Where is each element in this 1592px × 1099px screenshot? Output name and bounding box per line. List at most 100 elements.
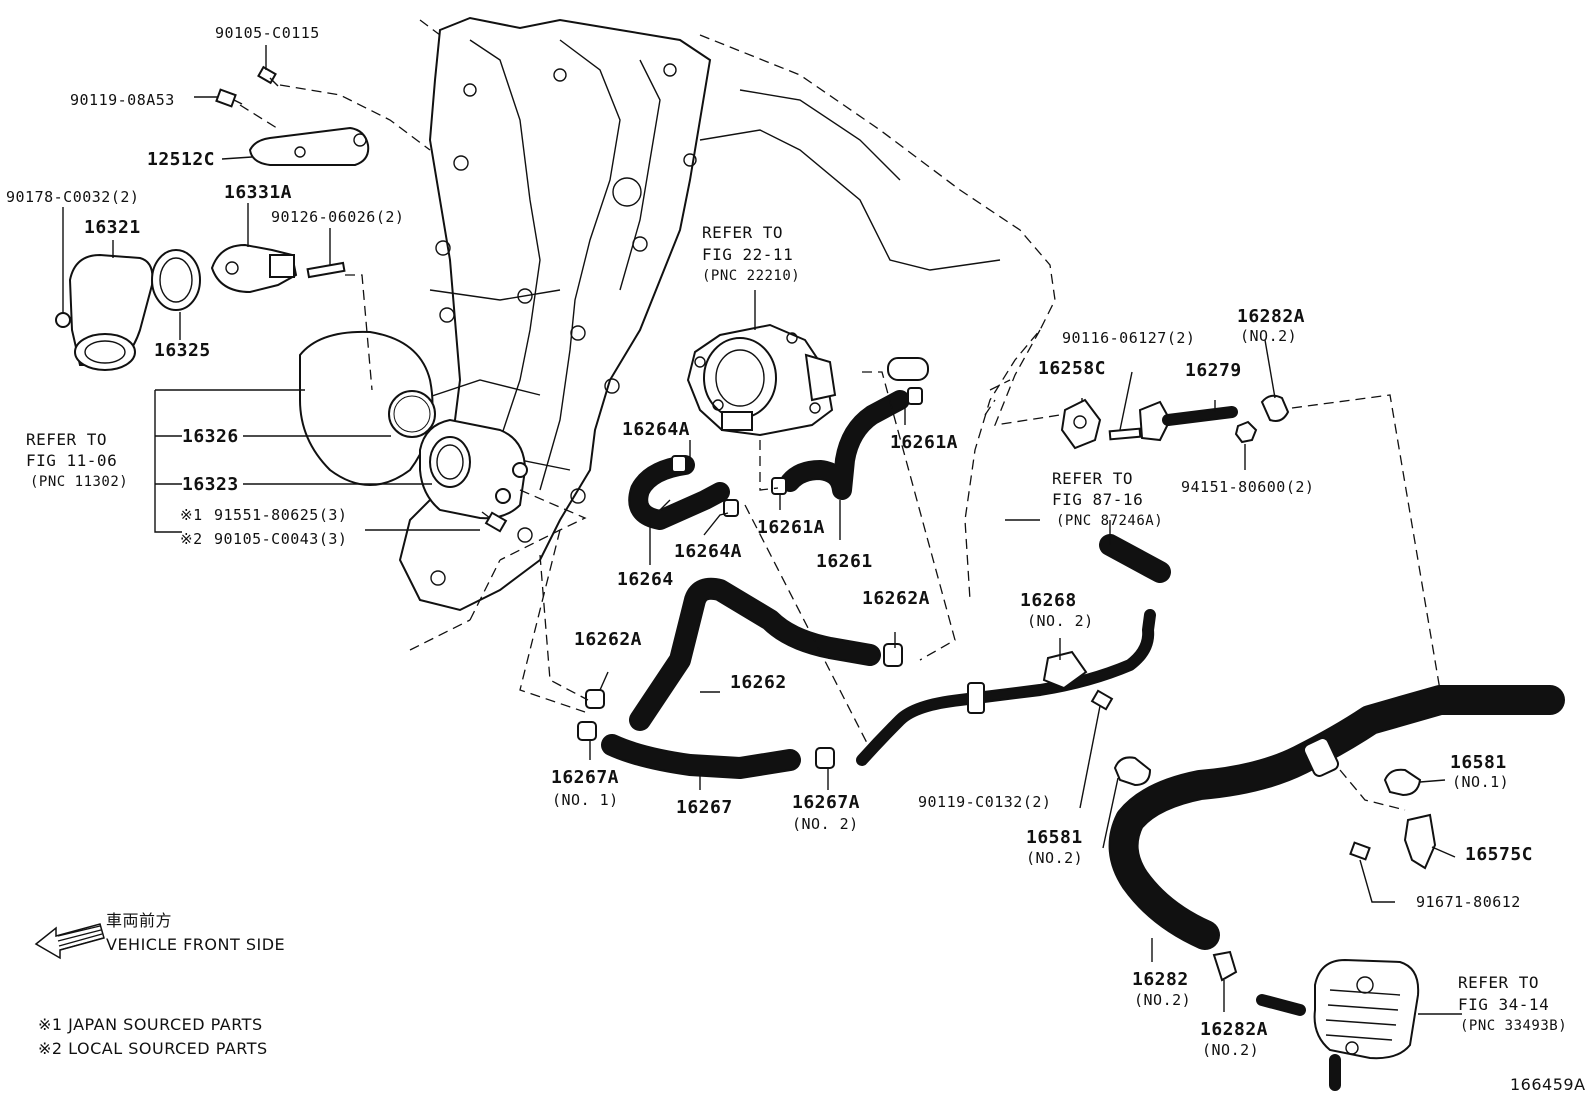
clamp-16282A-top xyxy=(1260,394,1290,422)
sublabel-16267A-no1: (NO. 1) xyxy=(552,791,619,809)
label-16331A: 16331A xyxy=(224,182,292,203)
label-90105-C0115: 90105-C0115 xyxy=(215,24,320,42)
ref-22-11-line3: (PNC 22210) xyxy=(702,268,800,284)
water-inlet-16321 xyxy=(68,253,154,371)
bolt-90178-C0032 xyxy=(55,312,71,328)
ref-34-14-line3: (PNC 33493B) xyxy=(1460,1018,1567,1034)
bracket-16575C xyxy=(1403,813,1437,870)
sublabel-16268: (NO. 2) xyxy=(1027,612,1094,630)
label-90116-06127: 90116-06127(2) xyxy=(1062,329,1195,347)
bolt-90105-C0115 xyxy=(257,65,279,87)
label-16321: 16321 xyxy=(84,217,141,238)
sublabel-16581-no2: (NO.2) xyxy=(1026,849,1083,867)
label-16261: 16261 xyxy=(816,551,873,572)
clamp-16262A-right xyxy=(883,643,903,667)
hose-16264 xyxy=(628,455,730,530)
ref-fig-11-06: REFER TO FIG 11-06 (PNC 11302) xyxy=(26,430,128,490)
label-16262A-left: 16262A xyxy=(574,629,642,650)
ref-34-14-line1: REFER TO xyxy=(1458,973,1539,992)
pipe-16268 xyxy=(856,609,1156,766)
ref-11-06-line3: (PNC 11302) xyxy=(30,474,128,490)
clamp-16267A-no1 xyxy=(577,721,597,741)
label-16258C: 16258C xyxy=(1038,358,1106,379)
label-16261A-bottom: 16261A xyxy=(757,517,825,538)
label-91671-80612: 91671-80612 xyxy=(1416,893,1521,911)
label-16264: 16264 xyxy=(617,569,674,590)
bracket-12512C xyxy=(248,126,370,166)
label-16262: 16262 xyxy=(730,672,787,693)
label-16581-no2: 16581 xyxy=(1026,827,1083,848)
label-16282A-top: 16282A xyxy=(1237,306,1305,327)
gasket-16325 xyxy=(151,249,201,311)
front-arrow-icon xyxy=(34,923,105,960)
oil-cooler xyxy=(1256,958,1420,1091)
label-16282: 16282 xyxy=(1132,969,1189,990)
label-16326: 16326 xyxy=(182,426,239,447)
ref-11-06-line2: FIG 11-06 xyxy=(26,451,117,470)
stud-90116-06127 xyxy=(1108,427,1142,441)
label-16267A-no2: 16267A xyxy=(792,792,860,813)
clamp-16262A-left xyxy=(585,689,605,709)
hose-16261 xyxy=(780,357,929,500)
sublabel-16282: (NO.2) xyxy=(1134,991,1191,1009)
clamp-16261A-bottom xyxy=(771,477,787,495)
marker-1: ※1 xyxy=(180,506,203,524)
label-16282A-bottom: 16282A xyxy=(1200,1019,1268,1040)
hose-16262 xyxy=(629,577,881,731)
ref-11-06-line1: REFER TO xyxy=(26,430,107,449)
legend: 車両前方 VEHICLE FRONT SIDE ※1 JAPAN SOURCED… xyxy=(34,911,285,1058)
hose-end-87246A xyxy=(1099,534,1171,583)
label-16575C: 16575C xyxy=(1465,844,1533,865)
hose-16267 xyxy=(601,734,801,779)
sublabel-16581-no1: (NO.1) xyxy=(1452,773,1509,791)
hose-16282 xyxy=(1108,685,1565,950)
ref-22-11-line1: REFER TO xyxy=(702,223,783,242)
nut-94151-80600 xyxy=(1234,420,1258,444)
ref-34-14-line2: FIG 34-14 xyxy=(1458,995,1549,1014)
label-16261A-top: 16261A xyxy=(890,432,958,453)
figure-id: 166459A xyxy=(1510,1075,1586,1094)
label-91551-80625: 91551-80625(3) xyxy=(214,506,347,524)
ref-87-16-line2: FIG 87-16 xyxy=(1052,490,1143,509)
clamp-16264A-bottom xyxy=(723,499,739,517)
label-90119-08A53: 90119-08A53 xyxy=(70,91,175,109)
stud-90126-06026 xyxy=(306,261,346,279)
part-labels: 90105-C0115 90119-08A53 12512C 90178-C00… xyxy=(6,24,1533,1059)
direction-en: VEHICLE FRONT SIDE xyxy=(106,935,285,954)
pipe-16279 xyxy=(1138,400,1238,442)
water-outlet-16323 xyxy=(419,418,528,520)
direction-jp: 車両前方 xyxy=(106,911,172,930)
ref-fig-22-11: REFER TO FIG 22-11 (PNC 22210) xyxy=(702,223,800,284)
note-japan-sourced: ※1 JAPAN SOURCED PARTS xyxy=(38,1015,263,1034)
sublabel-16267A-no2: (NO. 2) xyxy=(792,815,859,833)
label-90126-06026: 90126-06026(2) xyxy=(271,208,404,226)
label-16264A-bottom: 16264A xyxy=(674,541,742,562)
ref-87-16-line1: REFER TO xyxy=(1052,469,1133,488)
label-16325: 16325 xyxy=(154,340,211,361)
clamp-16581-no2 xyxy=(1113,756,1152,787)
thermostat-16331A xyxy=(210,243,298,294)
note-local-sourced: ※2 LOCAL SOURCED PARTS xyxy=(38,1039,268,1058)
label-16267A-no1: 16267A xyxy=(551,767,619,788)
sublabel-16282A-bottom: (NO.2) xyxy=(1202,1041,1259,1059)
ref-fig-34-14: REFER TO FIG 34-14 (PNC 33493B) xyxy=(1458,973,1567,1034)
bolt-90119-08A53 xyxy=(215,88,243,108)
label-94151-80600: 94151-80600(2) xyxy=(1181,478,1314,496)
bolt-90119-C0132 xyxy=(1090,689,1114,711)
ref-87-16-line3: (PNC 87246A) xyxy=(1056,513,1163,529)
label-90178-C0032: 90178-C0032(2) xyxy=(6,188,139,206)
clamp-16264A-top xyxy=(671,455,687,473)
label-12512C: 12512C xyxy=(147,149,215,170)
clamp-16267A-no2 xyxy=(815,747,835,769)
label-16581-no1: 16581 xyxy=(1450,752,1507,773)
o-ring-16326 xyxy=(388,390,436,438)
leader-lines xyxy=(62,45,1462,1015)
sublabel-16282A-top: (NO.2) xyxy=(1240,327,1297,345)
ref-fig-87-16: REFER TO FIG 87-16 (PNC 87246A) xyxy=(1052,469,1163,529)
label-16279: 16279 xyxy=(1185,360,1242,381)
bolt-90105-C0043 xyxy=(481,511,508,533)
bolt-91671-80612 xyxy=(1349,841,1371,861)
label-90105-C0043: 90105-C0043(3) xyxy=(214,530,347,548)
throttle-body xyxy=(686,323,837,437)
label-16264A-top: 16264A xyxy=(622,419,690,440)
